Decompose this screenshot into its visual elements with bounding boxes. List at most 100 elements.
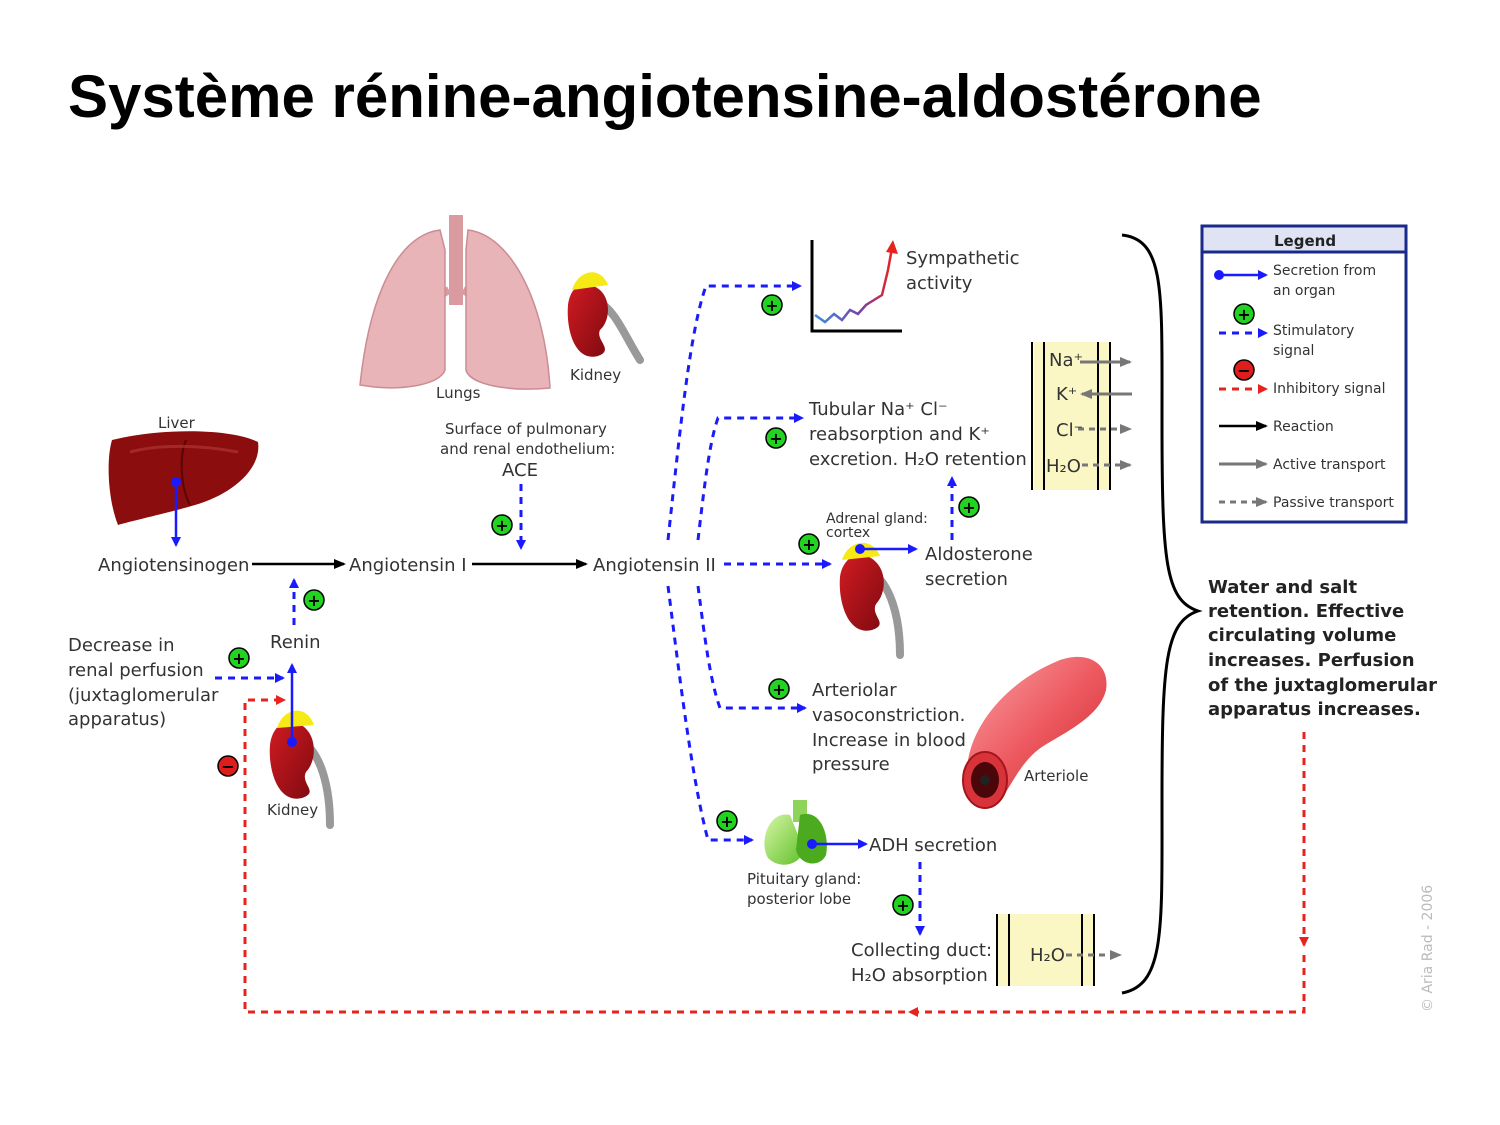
arteriolar-label-3: Increase in blood [812, 730, 966, 751]
legend-secretion-1: Secretion from [1273, 263, 1376, 279]
pituitary-label-2: posterior lobe [747, 890, 851, 908]
plus-icon: + [798, 533, 820, 555]
water-label-3: circulating volume [1208, 625, 1396, 646]
collecting-duct-box [996, 914, 1095, 986]
legend-active: Active transport [1273, 457, 1386, 473]
svg-text:+: + [896, 896, 909, 915]
svg-text:+: + [769, 429, 782, 448]
minus-icon: − [217, 755, 239, 777]
legend-title: Legend [1274, 232, 1336, 250]
sympathetic-stimulatory-arrow [666, 281, 802, 541]
plus-icon: + [892, 894, 914, 916]
collecting-label-2: H₂O absorption [851, 965, 988, 986]
angiotensinogen-label: Angiotensinogen [98, 555, 249, 576]
water-label-5: of the juxtaglomerular [1208, 675, 1437, 696]
sympathetic-label-2: activity [906, 273, 973, 294]
adh-label: ADH secretion [869, 835, 997, 856]
legend-passive: Passive transport [1273, 495, 1394, 511]
adrenal-kidney-illustration [839, 542, 904, 659]
plus-icon: + [228, 647, 250, 669]
water-label-4: increases. Perfusion [1208, 650, 1415, 671]
pituitary-stimulatory-arrow [666, 585, 754, 845]
aldosterone-label-1: Aldosterone [925, 544, 1033, 565]
arteriole-illustration [962, 656, 1107, 809]
arteriole-label: Arteriole [1024, 767, 1088, 785]
ace-label-2: and renal endothelium: [440, 440, 615, 458]
kidney-bottom-illustration [269, 710, 334, 829]
adrenal-label-1: Adrenal gland: [826, 511, 928, 527]
plus-icon: + [761, 294, 783, 316]
water-label-1: Water and salt [1208, 577, 1357, 598]
legend-reaction: Reaction [1273, 419, 1334, 435]
adrenal-label-2: cortex [826, 525, 870, 541]
sympathetic-graph [810, 240, 902, 333]
lungs-label: Lungs [436, 384, 481, 402]
pituitary-secretion-dot [807, 839, 817, 849]
h2o-duct-label: H₂O [1030, 945, 1065, 966]
arteriolar-stimulatory-arrow [696, 585, 807, 713]
arteriolar-label-4: pressure [812, 754, 890, 775]
plus-icon: + [958, 496, 980, 518]
liver-illustration [108, 431, 259, 525]
kidney-bottom-label: Kidney [267, 801, 318, 819]
liver-label: Liver [158, 414, 196, 432]
legend-minus-icon: − [1233, 359, 1255, 381]
svg-text:+: + [307, 591, 320, 610]
plus-icon: + [768, 678, 790, 700]
k-label: K⁺ [1056, 384, 1077, 405]
arteriolar-label-2: vasoconstriction. [812, 705, 965, 726]
adrenal-secretion-dot [855, 544, 865, 554]
pituitary-label-1: Pituitary gland: [747, 870, 861, 888]
summary-brace [1121, 233, 1203, 995]
kidney-top-illustration [567, 272, 644, 364]
svg-text:+: + [1237, 305, 1250, 324]
plus-icon: + [716, 810, 738, 832]
tubular-label-2: reabsorption and K⁺ [809, 424, 990, 445]
na-label: Na⁺ [1049, 350, 1083, 371]
svg-text:+: + [962, 498, 975, 517]
feedback-bottom-arrow [908, 955, 1306, 1017]
kidney-renin-dot [287, 737, 297, 747]
decrease-label-4: apparatus) [68, 709, 166, 730]
tubular-label-1: Tubular Na⁺ Cl⁻ [808, 399, 947, 420]
tubular-stimulatory-arrow [696, 413, 804, 541]
lungs-illustration [359, 215, 551, 390]
ace-label-3: ACE [502, 460, 538, 481]
legend-plus-icon: + [1233, 303, 1255, 325]
svg-text:+: + [495, 516, 508, 535]
collecting-label-1: Collecting duct: [851, 940, 992, 961]
plus-icon: + [491, 514, 513, 536]
svg-text:−: − [1237, 361, 1250, 380]
liver-secretion-dot [171, 477, 181, 487]
legend-secretion-2: an organ [1273, 283, 1335, 299]
aldosterone-label-2: secretion [925, 569, 1008, 590]
angiotensin1-label: Angiotensin I [349, 555, 467, 576]
legend-stimulatory-2: signal [1273, 343, 1314, 359]
tubular-label-3: excretion. H₂O retention [809, 449, 1027, 470]
decrease-label-2: renal perfusion [68, 660, 204, 681]
renin-label: Renin [270, 632, 321, 653]
decrease-label-1: Decrease in [68, 635, 175, 656]
legend-stimulatory-1: Stimulatory [1273, 323, 1354, 339]
svg-text:+: + [765, 296, 778, 315]
inhibitory-to-kidney-arrow [243, 695, 905, 1014]
svg-text:+: + [802, 535, 815, 554]
cl-label: Cl⁻ [1056, 420, 1083, 441]
plus-icon: + [765, 427, 787, 449]
decrease-label-3: (juxtaglomerular [68, 685, 219, 706]
page-title: Système rénine-angiotensine-aldostérone [68, 63, 1262, 130]
water-label-2: retention. Effective [1208, 601, 1404, 622]
copyright-label: © Aria Rad - 2006 [1420, 885, 1436, 1012]
kidney-top-label: Kidney [570, 366, 621, 384]
svg-text:+: + [720, 812, 733, 831]
arteriolar-label-1: Arteriolar [812, 680, 897, 701]
plus-icon: + [303, 589, 325, 611]
svg-text:−: − [221, 757, 234, 776]
water-label-6: apparatus increases. [1208, 699, 1421, 720]
h2o-label: H₂O [1046, 456, 1081, 477]
svg-text:+: + [772, 680, 785, 699]
sympathetic-label-1: Sympathetic [906, 248, 1020, 269]
svg-text:+: + [232, 649, 245, 668]
ace-label-1: Surface of pulmonary [445, 420, 607, 438]
